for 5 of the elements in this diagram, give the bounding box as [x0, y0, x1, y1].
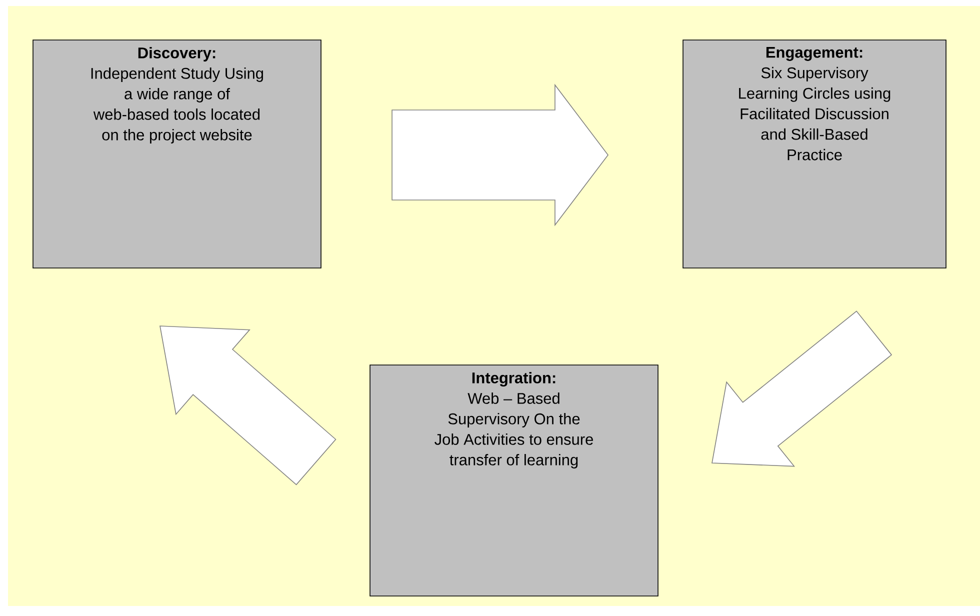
process-box: Engagement: Six Supervisory Learning Circles using Facilitated Discussion and Skill-Based Practice [682, 40, 946, 268]
block-arrow [392, 84, 609, 226]
process-box: Discovery: Independent Study Using a wide range of web-based tools located on the project website [32, 40, 322, 268]
block-arrow [160, 326, 336, 486]
process-box: Integration: Web – Based Supervisory On the Job Activities to ensure transfer of learning [370, 364, 658, 596]
